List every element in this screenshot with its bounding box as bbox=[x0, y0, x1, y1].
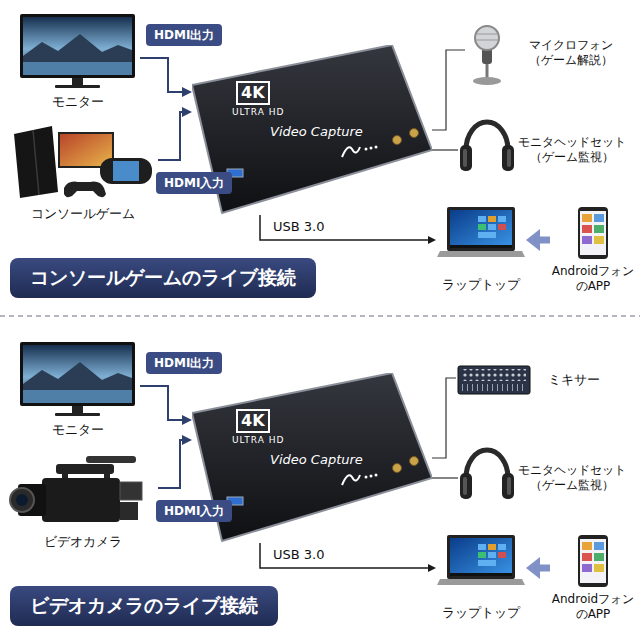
audio-jack bbox=[410, 129, 419, 138]
laptop-node: ラップトップ bbox=[436, 205, 526, 293]
panel-title: コンソールゲームのライブ接続 bbox=[30, 265, 296, 291]
headset-picture bbox=[460, 450, 514, 499]
device-dot bbox=[365, 148, 368, 151]
audio-jack bbox=[410, 457, 419, 466]
item-caption: ミキサー bbox=[544, 372, 604, 388]
panel-title-band: コンソールゲームのライブ接続 bbox=[10, 258, 316, 298]
item-caption: コンソールゲーム bbox=[8, 206, 158, 222]
item-caption: モニター bbox=[15, 422, 140, 438]
edge-label: USB 3.0 bbox=[272, 219, 326, 235]
item-caption: ビデオカメラ bbox=[8, 534, 158, 550]
edge-label: HDMI入力 bbox=[156, 172, 232, 194]
phone-picture bbox=[578, 207, 608, 259]
item-caption: Androidフォン のAPP bbox=[550, 592, 636, 621]
edge-label: HDMI出力 bbox=[146, 352, 222, 374]
connector bbox=[540, 565, 550, 572]
device-logo: 4K bbox=[236, 409, 270, 433]
item-caption: モニタヘッドセット （ゲーム監視） bbox=[516, 135, 628, 165]
phone-node: Androidフォン のAPP bbox=[550, 205, 636, 293]
console-node: コンソールゲーム bbox=[8, 122, 158, 222]
microphone-picture bbox=[473, 26, 501, 85]
device-dot bbox=[370, 475, 373, 478]
edge-label: HDMI入力 bbox=[156, 500, 232, 522]
item-caption: ラップトップ bbox=[436, 605, 526, 621]
phone-picture bbox=[578, 535, 608, 587]
device-brand: Video Capture bbox=[270, 452, 363, 468]
item-caption: Androidフォン のAPP bbox=[550, 264, 636, 293]
connector bbox=[158, 440, 182, 488]
connector bbox=[540, 237, 550, 244]
monitor-picture bbox=[20, 14, 135, 88]
device-dot bbox=[375, 474, 378, 477]
audio-jack bbox=[393, 136, 402, 145]
item-caption: マイクロフォン （ゲーム解説） bbox=[527, 38, 615, 68]
mixer-picture bbox=[458, 366, 530, 394]
connector bbox=[432, 50, 465, 130]
connector bbox=[260, 215, 428, 240]
video-camera-picture bbox=[10, 456, 142, 522]
connector bbox=[140, 386, 182, 420]
laptop-node: ラップトップ bbox=[436, 533, 526, 621]
device-dot bbox=[365, 476, 368, 479]
phone-node: Androidフォン のAPP bbox=[550, 533, 636, 621]
item-caption: モニター bbox=[15, 94, 140, 110]
device-model: ULTRA HD bbox=[232, 435, 284, 446]
item-caption: ラップトップ bbox=[436, 277, 526, 293]
connector bbox=[432, 477, 458, 478]
connector bbox=[140, 58, 182, 92]
device-logo-mark bbox=[342, 475, 360, 485]
monitor-picture bbox=[20, 342, 135, 416]
monitor-node: モニター bbox=[15, 340, 140, 438]
console-picture bbox=[14, 126, 152, 198]
connector bbox=[432, 378, 456, 458]
device-dot bbox=[375, 146, 378, 149]
device-model: ULTRA HD bbox=[232, 107, 284, 118]
device-brand: Video Capture bbox=[270, 124, 363, 140]
camera-node: ビデオカメラ bbox=[8, 450, 158, 550]
mixer-node: ミキサー bbox=[456, 343, 604, 418]
item-caption: モニタヘッドセット （ゲーム監視） bbox=[516, 463, 628, 493]
device-logo-mark bbox=[342, 147, 360, 157]
edge-label: USB 3.0 bbox=[272, 547, 326, 563]
device-logo: 4K bbox=[236, 81, 270, 105]
headset-node: モニタヘッドセット （ゲーム監視） bbox=[458, 440, 628, 515]
mic-node: マイクロフォン （ゲーム解説） bbox=[465, 15, 615, 90]
panel-divider bbox=[0, 315, 640, 317]
monitor-node: モニター bbox=[15, 12, 140, 110]
device-dot bbox=[370, 147, 373, 150]
headset-node: モニタヘッドセット （ゲーム監視） bbox=[458, 112, 628, 187]
connector bbox=[260, 543, 428, 568]
connector bbox=[158, 112, 182, 160]
laptop-picture bbox=[437, 535, 525, 585]
panel-title-band: ビデオカメラのライブ接続 bbox=[10, 586, 278, 626]
connector bbox=[432, 149, 458, 150]
edge-label: HDMI出力 bbox=[146, 24, 222, 46]
audio-jack bbox=[393, 464, 402, 473]
laptop-picture bbox=[437, 207, 525, 257]
panel-title: ビデオカメラのライブ接続 bbox=[30, 593, 258, 619]
headset-picture bbox=[460, 122, 514, 171]
